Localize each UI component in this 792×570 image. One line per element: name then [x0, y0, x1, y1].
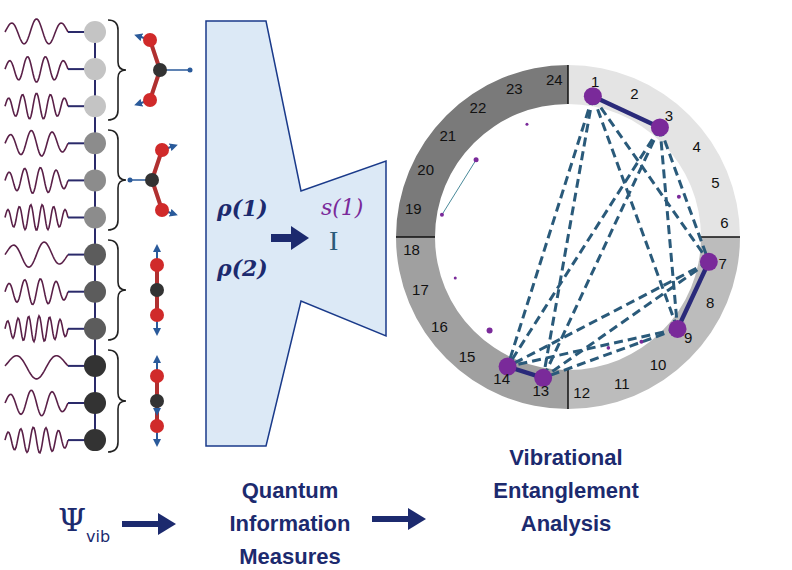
entanglement-plot — [396, 65, 740, 409]
mode-number: 11 — [614, 376, 630, 393]
mode-dot-small — [487, 327, 493, 333]
braces — [108, 20, 126, 452]
mode-number: 16 — [431, 319, 448, 336]
wave-curve — [5, 19, 68, 44]
mode-number: 9 — [684, 330, 692, 347]
mode-site — [84, 244, 106, 266]
dashed-link — [543, 262, 709, 378]
weak-link — [442, 160, 476, 215]
mode-dot-small — [474, 157, 479, 162]
quadrant-divider — [396, 236, 435, 238]
mode-site — [84, 132, 106, 154]
measure-symbol: s(1) — [321, 196, 363, 220]
mode-number: 10 — [650, 357, 667, 374]
mode-dot — [669, 320, 687, 338]
wave-curve — [5, 356, 68, 379]
mode-site — [84, 95, 106, 117]
mode-site — [84, 58, 106, 80]
chain-line — [94, 32, 96, 440]
mode-number: 1 — [591, 74, 599, 91]
mode-number: 12 — [573, 385, 590, 402]
measure-symbol: ρ(1) — [217, 196, 268, 220]
mode-number: 8 — [706, 295, 714, 312]
mode-dot-small — [525, 123, 528, 126]
quadrant-divider — [701, 236, 740, 238]
mode-site — [84, 355, 106, 377]
wave-curve — [5, 242, 68, 267]
mode-number: 5 — [711, 175, 719, 192]
mode-number: 17 — [412, 282, 429, 299]
mode-number: 13 — [532, 383, 549, 400]
wave-curve — [5, 390, 68, 415]
mode-number: 7 — [718, 256, 726, 273]
measure-symbol: ρ(2) — [217, 256, 268, 280]
step-label: Vibrational Entanglement Analysis — [479, 441, 654, 540]
mode-site — [84, 429, 106, 451]
mode-number: 15 — [459, 349, 476, 366]
mode-site — [84, 21, 106, 43]
mode-number: 18 — [403, 242, 420, 259]
molecule-bend-2 — [128, 143, 175, 217]
ring-quadrant — [568, 65, 740, 237]
mode-sites — [84, 21, 106, 451]
dashed-link — [660, 127, 678, 328]
quadrant-divider — [567, 370, 569, 409]
mode-number: 21 — [439, 128, 456, 145]
mode-site — [84, 318, 106, 340]
wave-curve — [5, 57, 68, 82]
mode-number: 22 — [470, 100, 487, 117]
wave-curve — [5, 168, 68, 193]
measure-symbol: I — [329, 226, 338, 257]
ring-quadrant — [396, 237, 568, 409]
quadrant-divider — [567, 65, 569, 104]
mode-number: 23 — [506, 81, 523, 98]
mode-site — [84, 281, 106, 303]
funnel-outline — [205, 20, 387, 447]
wave-curve — [5, 94, 68, 119]
step-label: Quantum Information Measures — [210, 474, 370, 570]
mode-site — [84, 169, 106, 191]
dashed-link — [508, 262, 709, 367]
mode-number: 24 — [546, 72, 563, 89]
wave-curve — [5, 427, 68, 452]
mode-dot-small — [677, 195, 681, 199]
dashed-link — [660, 127, 709, 261]
strong-link — [678, 262, 709, 329]
mode-site — [84, 207, 106, 229]
molecule-asym-stretch — [150, 359, 164, 443]
mode-site — [84, 392, 106, 414]
wavefunctions — [5, 19, 95, 453]
strong-link — [593, 96, 660, 127]
dashed-link — [543, 127, 660, 377]
ring-quadrant — [396, 65, 568, 237]
mode-number: 14 — [493, 371, 510, 388]
molecule-bend-1 — [138, 33, 193, 107]
mode-dot-small — [454, 277, 457, 280]
funnel-shape: ρ(1) ρ(2) s(1) I — [205, 20, 385, 445]
mode-number: 6 — [720, 215, 728, 232]
wavefunction-symbol: Ψ — [58, 503, 86, 538]
wave-curve — [5, 279, 68, 304]
molecule-sym-stretch — [150, 248, 164, 332]
wave-curve — [5, 316, 68, 342]
dashed-link — [508, 127, 660, 366]
wave-curve — [5, 205, 68, 230]
mode-number: 3 — [665, 108, 673, 125]
mode-dot-small — [639, 340, 643, 344]
wave-curve — [5, 131, 68, 156]
mode-number: 19 — [405, 201, 422, 218]
mode-number: 4 — [692, 139, 700, 156]
mode-dot-small — [607, 346, 611, 350]
wavefunction-subscript: vib — [86, 528, 110, 546]
dashed-link — [508, 96, 593, 366]
mode-dot — [700, 253, 718, 271]
mode-dot-small — [440, 213, 444, 217]
mode-number: 2 — [630, 86, 638, 103]
mode-number: 20 — [417, 162, 434, 179]
